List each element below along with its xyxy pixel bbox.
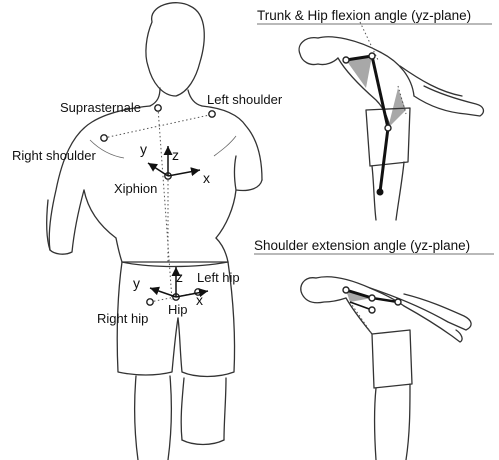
label-suprasternale: Suprasternale [60,100,141,115]
front-body-figure [47,3,262,460]
trunk-x-label: x [203,170,210,186]
trunk-y-axis [148,163,168,176]
suprasternale-marker [155,105,161,111]
trunk-z-label: z [172,147,179,163]
right-hip-marker [147,299,153,305]
side-view-top: Trunk & Hip flexion angle (yz-plane) [257,8,492,220]
title-shoulder-extension: Shoulder extension angle (yz-plane) [254,238,470,253]
label-hip: Hip [168,302,188,317]
title-trunk-hip-flexion: Trunk & Hip flexion angle (yz-plane) [257,8,471,23]
side-view-bottom: Shoulder extension angle (yz-plane) [254,238,494,460]
label-right-hip: Right hip [97,311,148,326]
trunk-x-axis [168,170,200,176]
thigh-segment [380,128,388,192]
torso-segment [372,56,388,128]
label-left-shoulder: Left shoulder [207,92,283,107]
label-right-shoulder: Right shoulder [12,148,96,163]
hip-z-label: z [176,269,183,285]
hip-y-axis [150,288,176,297]
trunk-axes: z x y [140,141,210,186]
hip-y-label: y [133,275,140,291]
hip-x-label: x [196,292,203,308]
label-xiphion: Xiphion [114,181,157,196]
left-shoulder-marker [209,111,215,117]
label-left-hip: Left hip [197,270,240,285]
knee-marker [377,189,384,196]
trunk-y-label: y [140,141,147,157]
right-shoulder-marker [101,135,107,141]
hip-x-axis [176,291,208,297]
